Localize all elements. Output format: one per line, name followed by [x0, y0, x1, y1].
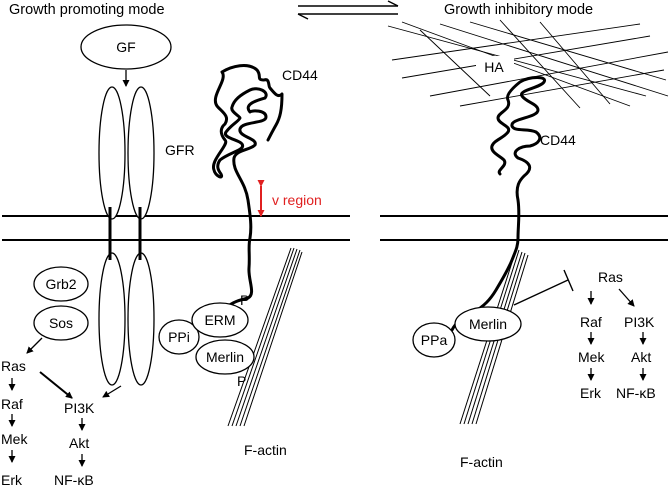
right-mode-title: Growth inhibitory mode [444, 2, 593, 18]
membrane-left [2, 215, 350, 241]
gfr-to-pi3k-arrow [102, 385, 122, 398]
merlin-inhibits-ras [513, 269, 574, 306]
erm-label: ERM [204, 312, 235, 328]
cd44-left-label: CD44 [282, 67, 318, 83]
sos-node: Sos [33, 305, 89, 341]
sos-label: Sos [49, 315, 73, 331]
f-actin-right-label: F-actin [460, 454, 503, 470]
ras-right-label: Ras [598, 269, 623, 285]
gfr-transmembrane [108, 207, 142, 260]
ppi-label: PPi [168, 329, 190, 345]
nfkb-right-label: NF-κB [616, 385, 656, 401]
akt-right-label: Akt [631, 349, 651, 365]
raf-right-label: Raf [580, 314, 602, 330]
ras-to-pi3k-arrow [39, 371, 73, 399]
gf-label: GF [116, 39, 135, 55]
pi3k-left-label: PI3K [64, 400, 95, 416]
cd44-right-chain [450, 76, 547, 332]
grb2-label: Grb2 [45, 276, 76, 292]
cd44-right-label: CD44 [540, 132, 576, 148]
merlin-left-label: Merlin [206, 349, 244, 365]
ras-to-pi3k-arrow-right [618, 288, 635, 307]
ras-left-label: Ras [1, 358, 26, 374]
cd44-left-chain [212, 64, 284, 310]
ha-label: HA [484, 59, 504, 75]
merlin-right-label: Merlin [469, 316, 507, 332]
equilibrium-arrows [297, 0, 399, 20]
f-actin-left-filaments [227, 247, 303, 427]
raf-left-label: Raf [1, 396, 23, 412]
gfr-label: GFR [165, 142, 195, 158]
pi3k-right-label: PI3K [624, 314, 655, 330]
sos-to-ras-arrow [26, 337, 43, 354]
erk-right-label: Erk [580, 385, 602, 401]
ppi-node: PPi [158, 319, 200, 355]
ha-mesh [387, 19, 669, 109]
merlin-left-node: Merlin [195, 339, 255, 375]
grb2-node: Grb2 [33, 266, 89, 302]
p-bottom-label: P [237, 373, 246, 389]
mek-left-label: Mek [1, 431, 28, 447]
v-region-label: v region [272, 192, 322, 208]
erm-node: ERM [191, 302, 249, 338]
f-actin-left-label: F-actin [244, 442, 287, 458]
nfkb-left-label: NF-κB [54, 472, 94, 488]
p-top-label: P [240, 292, 249, 308]
membrane-right [380, 215, 668, 241]
gfr-receptor [98, 86, 155, 386]
ppa-node: PPa [412, 322, 456, 358]
akt-left-label: Akt [69, 435, 89, 451]
left-mode-title: Growth promoting mode [9, 2, 165, 18]
merlin-right-node: Merlin [454, 306, 522, 342]
erk-left-label: Erk [1, 472, 23, 488]
ppa-label: PPa [421, 332, 448, 348]
gf-ligand: GF [80, 24, 172, 70]
mek-right-label: Mek [578, 349, 605, 365]
